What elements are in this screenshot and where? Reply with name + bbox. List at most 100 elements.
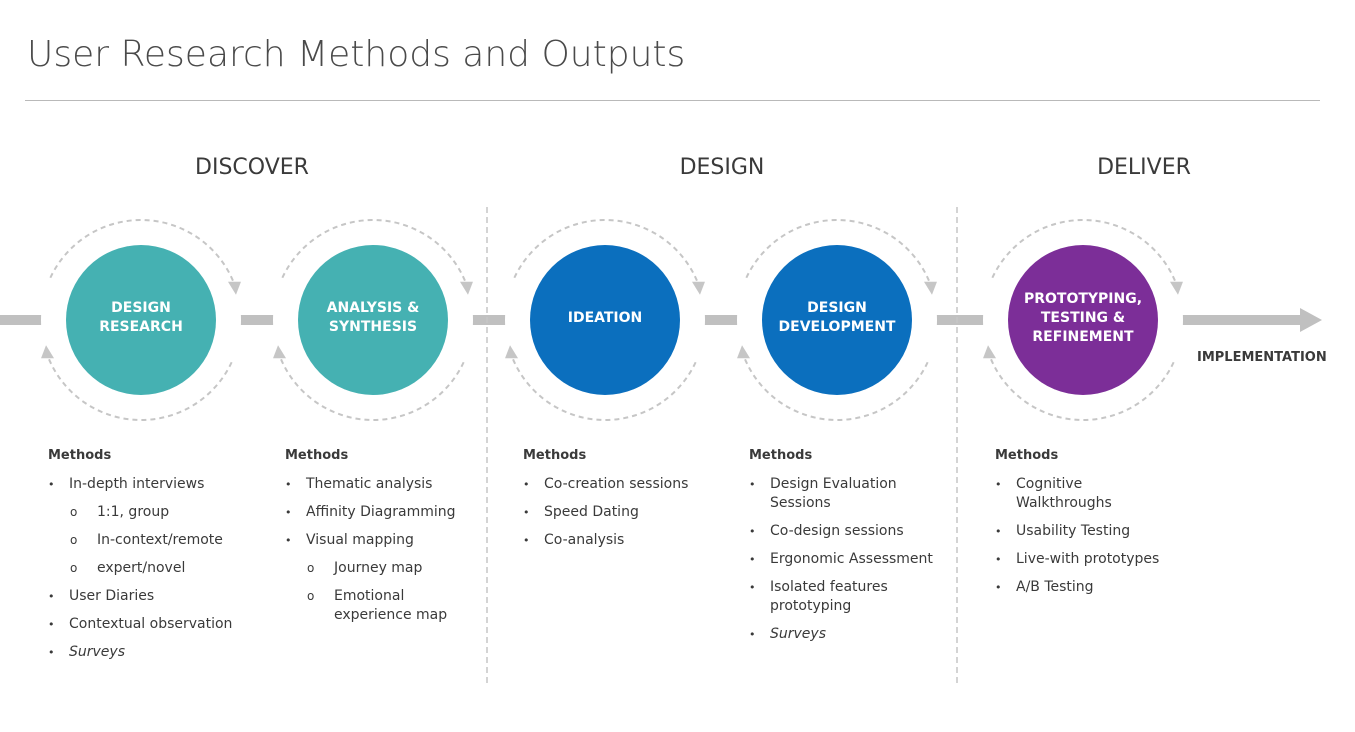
page-title: User Research Methods and Outputs xyxy=(27,34,686,75)
process-node-label: IDEATION xyxy=(530,309,680,328)
dot-bullet-icon: • xyxy=(995,581,1002,594)
dot-bullet-icon: • xyxy=(48,478,55,491)
dot-bullet-icon: • xyxy=(285,478,292,491)
cycle-arrow-icon xyxy=(923,281,937,295)
process-node-circle xyxy=(66,245,216,395)
dot-bullet-icon: • xyxy=(48,618,55,631)
dot-bullet-icon: • xyxy=(749,581,756,594)
methods-list: •Thematic analysis•Affinity Diagramming•… xyxy=(285,475,485,625)
title-divider xyxy=(25,100,1320,101)
method-text: Cognitive Walkthroughs xyxy=(1016,476,1112,511)
node-label-line: REFINEMENT xyxy=(1032,328,1134,345)
dot-bullet-icon: • xyxy=(523,506,530,519)
node-label-line: DESIGN xyxy=(807,300,867,316)
method-text: A/B Testing xyxy=(1016,579,1094,595)
cycle-arc-lower xyxy=(278,353,465,421)
process-node-circle xyxy=(298,245,448,395)
methods-column-analysis-synthesis: Methods • Thematic analysis • Affinity Diag… xyxy=(285,448,485,634)
cycle-arrow-icon xyxy=(1169,281,1183,295)
method-text: Emotional experience map xyxy=(334,588,448,623)
phase-title-discover: DISCOVER xyxy=(195,155,309,180)
method-item: • Design Evaluation Sessions xyxy=(749,475,939,513)
methods-column-prototyping: Methods •Cognitive Walkthroughs•Usabilit… xyxy=(995,448,1170,606)
dot-bullet-icon: • xyxy=(523,534,530,547)
circle-bullet-icon: o xyxy=(307,589,315,603)
method-text: Contextual observation xyxy=(69,616,233,632)
implementation-label: IMPLEMENTATION xyxy=(1197,350,1327,365)
dot-bullet-icon: • xyxy=(285,506,292,519)
method-item: •Usability Testing xyxy=(995,522,1170,541)
method-item: • Surveys xyxy=(749,625,939,644)
method-text: Ergonomic Assessment xyxy=(770,551,933,567)
method-text: Usability Testing xyxy=(1016,523,1131,539)
circle-bullet-icon: o xyxy=(70,533,78,547)
method-item: • Affinity Diagramming xyxy=(285,503,485,522)
method-item: • Visual mapping xyxy=(285,531,485,550)
methods-heading: Methods xyxy=(523,448,587,463)
cycle-arc-upper xyxy=(49,219,236,287)
method-text: Surveys xyxy=(770,626,826,642)
cycle-arrow-icon xyxy=(227,281,241,295)
cycle-arrow-icon xyxy=(41,345,55,359)
dot-bullet-icon: • xyxy=(749,525,756,538)
method-item: •Co-creation sessions xyxy=(523,475,723,494)
cycle-arrow-icon xyxy=(737,345,751,359)
method-text: Co-creation sessions xyxy=(544,476,689,492)
node-label-line: RESEARCH xyxy=(99,319,183,335)
methods-heading: Methods xyxy=(48,448,112,463)
process-node-circle xyxy=(762,245,912,395)
node-label-line: PROTOTYPING, xyxy=(1023,290,1143,307)
method-text: In-context/remote xyxy=(97,532,223,548)
cycle-arrow-icon xyxy=(505,345,519,359)
process-node-circle xyxy=(530,245,680,395)
flow-arrow-head-icon xyxy=(1300,308,1322,332)
method-item: •User Diaries xyxy=(48,587,263,606)
method-item: •Live-with prototypes xyxy=(995,550,1170,569)
method-text: Design Evaluation Sessions xyxy=(770,476,897,511)
method-item: • Contextual observation xyxy=(48,615,263,634)
methods-column-ideation: Methods •Co-creation sessions•Speed Dati… xyxy=(523,448,723,559)
process-node-label: ANALYSIS &SYNTHESIS xyxy=(298,299,448,337)
method-subitem: o In-context/remote xyxy=(48,531,263,550)
circle-bullet-icon: o xyxy=(307,561,315,575)
cycle-arc-upper xyxy=(745,219,932,287)
method-text: Thematic analysis xyxy=(306,476,433,492)
dot-bullet-icon: • xyxy=(285,534,292,547)
cycle-arrow-icon xyxy=(273,345,287,359)
method-text: 1:1, group xyxy=(97,504,170,520)
cycle-arc-upper xyxy=(281,219,468,287)
circle-bullet-icon: o xyxy=(70,561,78,575)
cycle-arc-upper xyxy=(513,219,700,287)
method-item: • A/B Testing xyxy=(995,578,1170,597)
dot-bullet-icon: • xyxy=(749,628,756,641)
method-item: •Speed Dating xyxy=(523,503,723,522)
methods-column-design-development: Methods •Design Evaluation Sessions•Co-d… xyxy=(749,448,939,653)
method-item: •Surveys xyxy=(48,643,263,662)
method-subitem: o Emotional experience map xyxy=(285,587,485,625)
dot-bullet-icon: • xyxy=(995,553,1002,566)
node-label-line: TESTING & xyxy=(1040,309,1126,326)
phase-title-design: DESIGN xyxy=(679,155,765,180)
cycle-arc-lower xyxy=(742,353,929,421)
dot-bullet-icon: • xyxy=(995,478,1002,491)
methods-list: •Co-creation sessions•Speed Dating•Co-an… xyxy=(523,475,723,550)
method-text: expert/novel xyxy=(97,560,186,576)
cycle-arc-lower xyxy=(510,353,697,421)
dot-bullet-icon: • xyxy=(749,478,756,491)
cycle-arrow-icon xyxy=(983,345,997,359)
method-text: Affinity Diagramming xyxy=(306,504,456,520)
node-label-line: DEVELOPMENT xyxy=(778,319,896,335)
methods-heading: Methods xyxy=(285,448,349,463)
process-node-label: PROTOTYPING, TESTING & REFINEMENT xyxy=(1008,290,1158,347)
method-text: Visual mapping xyxy=(306,532,414,548)
phase-title-deliver: DELIVER xyxy=(1097,155,1191,180)
method-text: Surveys xyxy=(69,644,125,660)
methods-heading: Methods xyxy=(995,448,1059,463)
methods-list: •Design Evaluation Sessions•Co-design se… xyxy=(749,475,939,644)
method-item: • Cognitive Walkthroughs xyxy=(995,475,1170,513)
method-text: Co-analysis xyxy=(544,532,625,548)
